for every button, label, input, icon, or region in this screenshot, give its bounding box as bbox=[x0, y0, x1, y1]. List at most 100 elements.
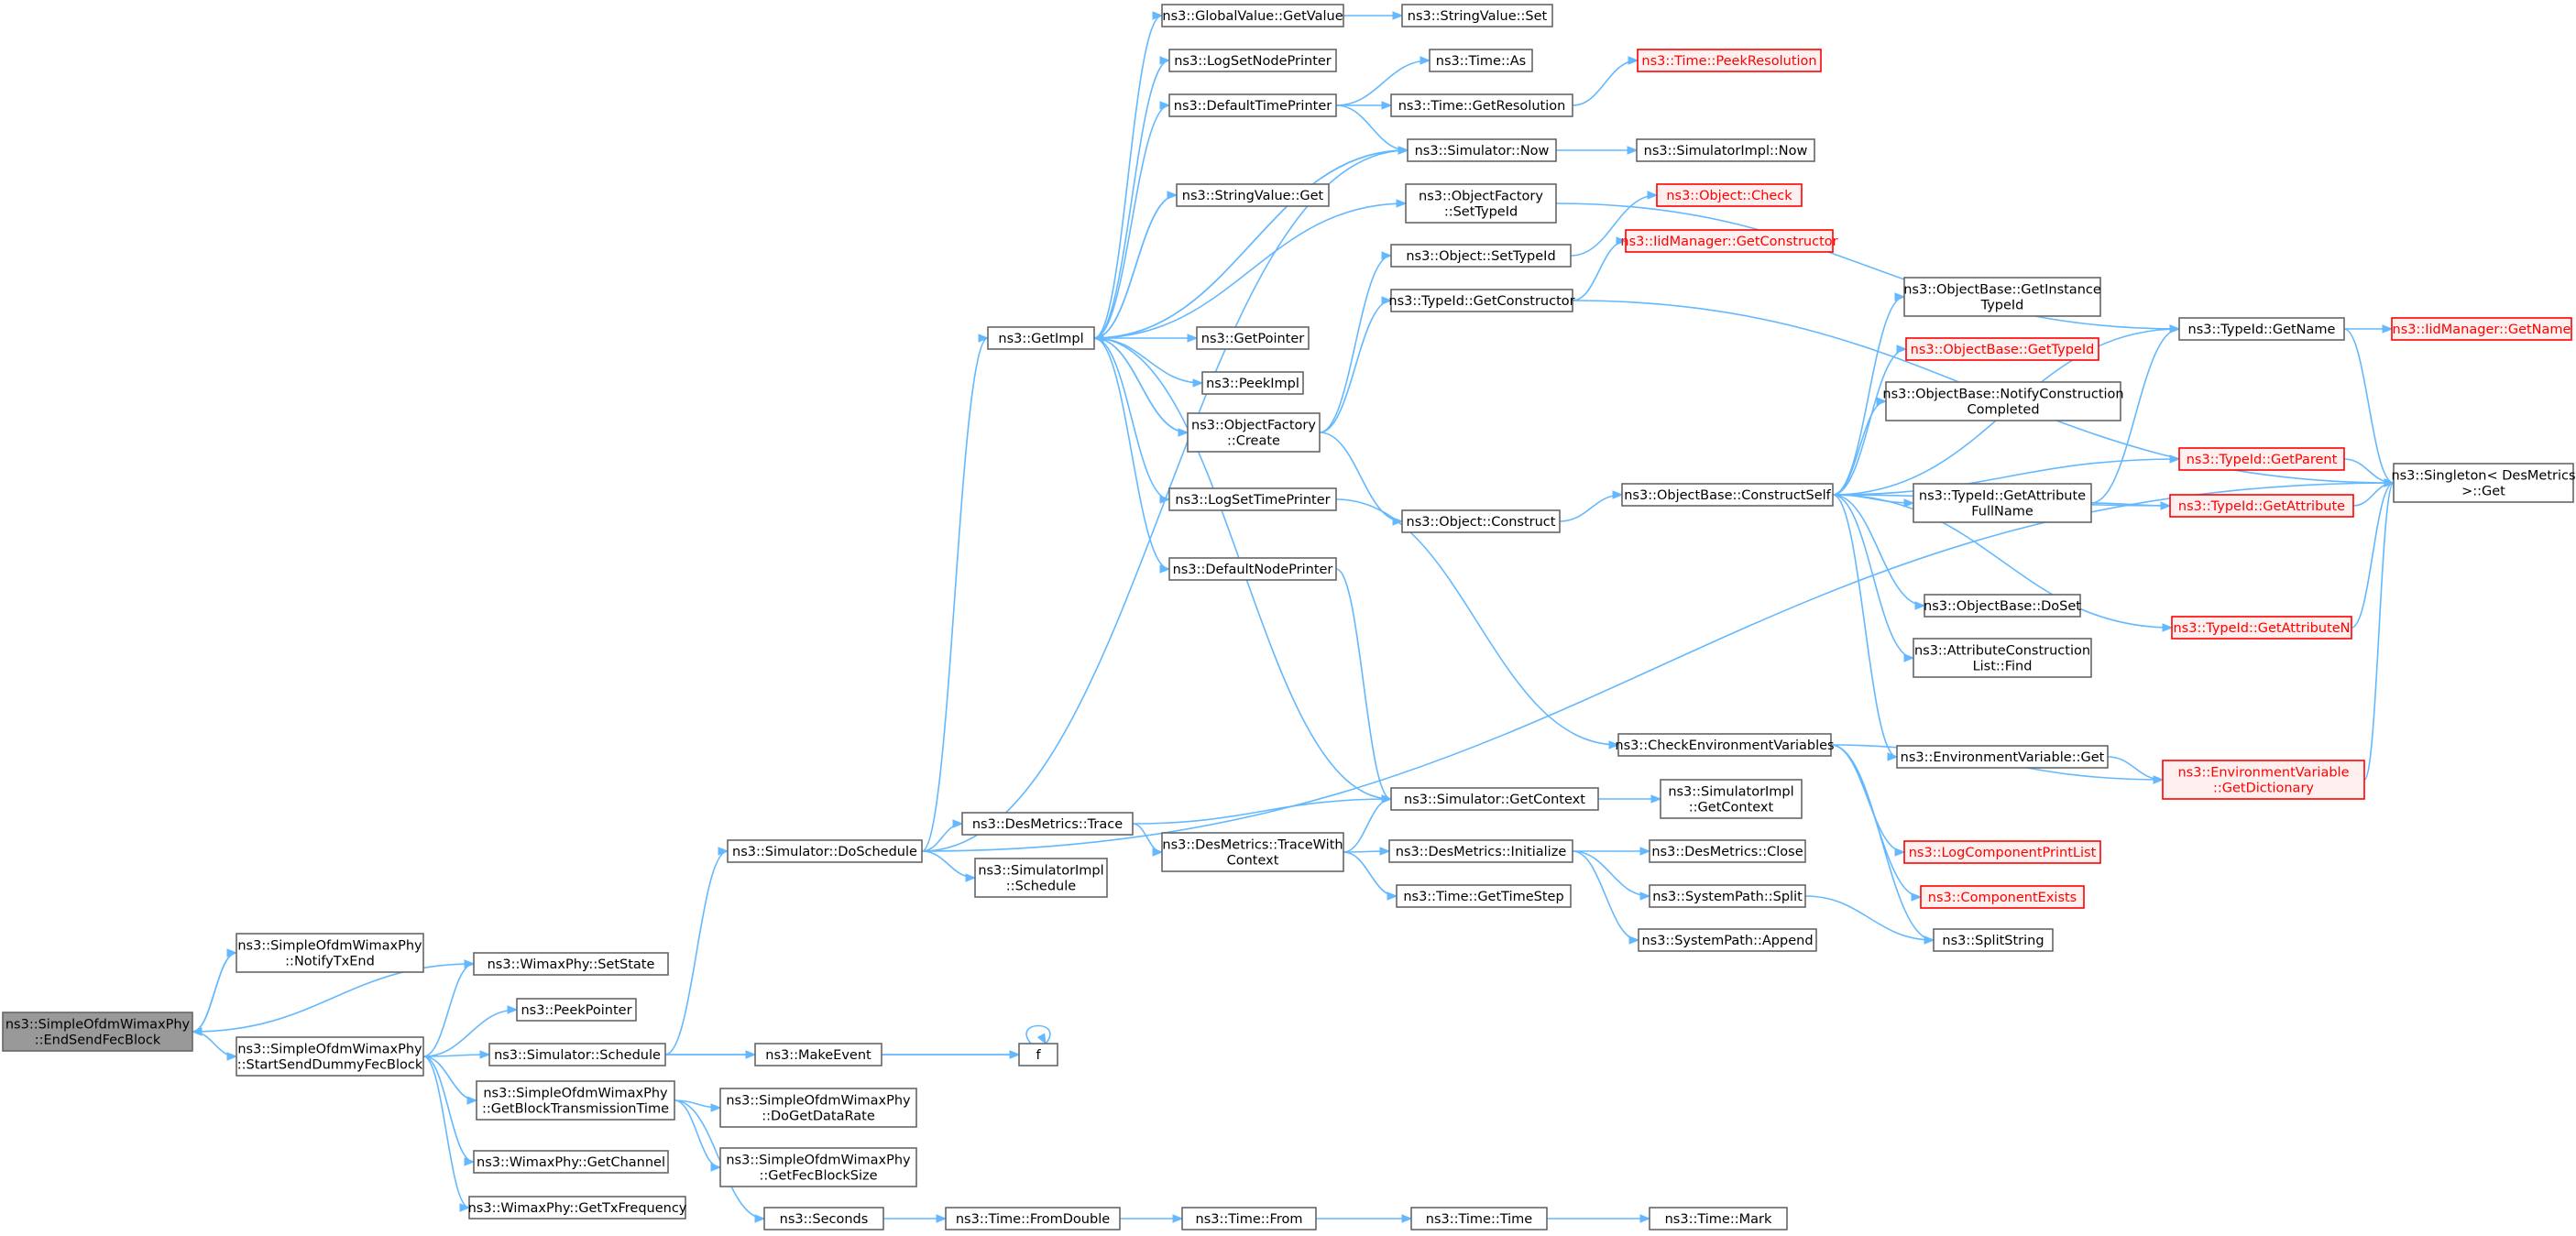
node-sv-get[interactable]: ns3::StringValue::Get bbox=[1176, 183, 1330, 207]
node-split-string[interactable]: ns3::SplitString bbox=[1933, 928, 2054, 952]
node-impl-get-context[interactable]: ns3::SimulatorImpl::GetContext bbox=[1660, 779, 1803, 819]
node-get-fec-block-size[interactable]: ns3::SimpleOfdmWimaxPhy::GetFecBlockSize bbox=[719, 1147, 917, 1187]
node-obj-set-type-id[interactable]: ns3::Object::SetTypeId bbox=[1390, 244, 1572, 268]
edge-arrowhead bbox=[459, 1203, 471, 1212]
node-get-time-step[interactable]: ns3::Time::GetTimeStep bbox=[1396, 884, 1572, 908]
node-box bbox=[1903, 840, 2101, 864]
node-box bbox=[1913, 638, 2092, 678]
node-start-send-dummy[interactable]: ns3::SimpleOfdmWimaxPhy::StartSendDummyF… bbox=[236, 1036, 424, 1077]
node-comp-exists[interactable]: ns3::ComponentExists bbox=[1920, 885, 2085, 909]
node-time-from[interactable]: ns3::Time::From bbox=[1181, 1207, 1317, 1231]
node-peek-res[interactable]: ns3::Time::PeekResolution bbox=[1637, 49, 1822, 72]
edge-arrowhead bbox=[1639, 847, 1651, 856]
node-get-context[interactable]: ns3::Simulator::GetContext bbox=[1390, 787, 1599, 811]
node-des-close[interactable]: ns3::DesMetrics::Close bbox=[1649, 839, 1806, 863]
node-label: ns3::Time::Mark bbox=[1665, 1212, 1772, 1227]
node-get-impl[interactable]: ns3::GetImpl bbox=[987, 326, 1095, 350]
node-box bbox=[719, 1088, 917, 1128]
node-do-schedule[interactable]: ns3::Simulator::DoSchedule bbox=[727, 839, 923, 863]
node-time-as[interactable]: ns3::Time::As bbox=[1429, 49, 1533, 72]
node-box bbox=[1187, 412, 1321, 453]
edge-notify-tx-end-to-root bbox=[192, 952, 237, 1033]
node-f[interactable]: f bbox=[1018, 1043, 1058, 1066]
node-default-time-printer[interactable]: ns3::DefaultTimePrinter bbox=[1168, 93, 1337, 117]
node-sp-split[interactable]: ns3::SystemPath::Split bbox=[1649, 884, 1806, 908]
node-sp-append[interactable]: ns3::SystemPath::Append bbox=[1638, 928, 1817, 952]
node-tid-get-attr[interactable]: ns3::TypeId::GetAttribute bbox=[2169, 494, 2354, 518]
node-tid-get-ctor[interactable]: ns3::TypeId::GetConstructor bbox=[1388, 289, 1575, 312]
node-iid-get-name[interactable]: ns3::IidManager::GetName bbox=[2391, 317, 2572, 341]
node-from-double[interactable]: ns3::Time::FromDouble bbox=[945, 1207, 1121, 1231]
edge-env-get-dict-to-singleton-get bbox=[2363, 482, 2395, 781]
node-box bbox=[727, 839, 923, 863]
node-label: ::EndSendFecBlock bbox=[35, 1034, 161, 1048]
node-set-state[interactable]: ns3::WimaxPhy::SetState bbox=[473, 952, 669, 976]
node-gv-get-value[interactable]: ns3::GlobalValue::GetValue bbox=[1161, 4, 1344, 27]
node-label: ns3::PeekPointer bbox=[521, 1003, 631, 1018]
node-tid-get-attr-n[interactable]: ns3::TypeId::GetAttributeN bbox=[2171, 616, 2352, 640]
edge-start-send-dummy-to-get-tx-freq bbox=[422, 1056, 470, 1209]
node-time-time[interactable]: ns3::Time::Time bbox=[1410, 1207, 1548, 1231]
edge-arrowhead bbox=[1896, 345, 1908, 354]
node-get-pointer[interactable]: ns3::GetPointer bbox=[1196, 326, 1310, 350]
node-default-node-printer[interactable]: ns3::DefaultNodePrinter bbox=[1168, 557, 1337, 581]
node-sv-set[interactable]: ns3::StringValue::Set bbox=[1401, 4, 1553, 27]
node-des-init[interactable]: ns3::DesMetrics::Initialize bbox=[1388, 839, 1573, 863]
node-log-comp-print[interactable]: ns3::LogComponentPrintList bbox=[1903, 840, 2101, 864]
node-of-set-type-id[interactable]: ns3::ObjectFactory::SetTypeId bbox=[1405, 183, 1557, 224]
node-ob-notify[interactable]: ns3::ObjectBase::NotifyConstructionCompl… bbox=[1882, 381, 2124, 421]
node-env-get-dict[interactable]: ns3::EnvironmentVariable::GetDictionary bbox=[2162, 760, 2365, 800]
node-get-channel[interactable]: ns3::WimaxPhy::GetChannel bbox=[473, 1150, 669, 1174]
node-log-set-time-printer[interactable]: ns3::LogSetTimePrinter bbox=[1168, 487, 1337, 511]
node-do-get-data-rate[interactable]: ns3::SimpleOfdmWimaxPhy::DoGetDataRate bbox=[719, 1088, 917, 1128]
node-label: ::GetDictionary bbox=[2213, 782, 2314, 796]
node-log-set-node-printer[interactable]: ns3::LogSetNodePrinter bbox=[1168, 49, 1337, 72]
node-notify-tx-end[interactable]: ns3::SimpleOfdmWimaxPhy::NotifyTxEnd bbox=[236, 933, 424, 973]
node-impl-now[interactable]: ns3::SimulatorImpl::Now bbox=[1636, 138, 1815, 162]
node-label: ns3::SystemPath::Append bbox=[1641, 934, 1813, 948]
node-sim-now[interactable]: ns3::Simulator::Now bbox=[1407, 138, 1557, 162]
node-tid-get-parent[interactable]: ns3::TypeId::GetParent bbox=[2178, 447, 2345, 471]
node-label: ns3::Time::PeekResolution bbox=[1641, 54, 1816, 69]
node-label: ns3::ObjectBase::NotifyConstruction bbox=[1882, 388, 2123, 402]
node-time-mark[interactable]: ns3::Time::Mark bbox=[1649, 1207, 1788, 1231]
node-label: ns3::Simulator::DoSchedule bbox=[732, 845, 917, 859]
node-of-create[interactable]: ns3::ObjectFactory::Create bbox=[1187, 412, 1321, 453]
edge-arrowhead bbox=[1608, 740, 1620, 749]
node-obj-check[interactable]: ns3::Object::Check bbox=[1656, 183, 1803, 207]
node-box bbox=[1405, 183, 1557, 224]
node-make-event[interactable]: ns3::MakeEvent bbox=[754, 1043, 882, 1066]
node-singleton-get[interactable]: ns3::Singleton< DesMetrics >::Get bbox=[2391, 463, 2576, 503]
node-tid-get-name[interactable]: ns3::TypeId::GetName bbox=[2178, 317, 2345, 341]
node-get-block-tx[interactable]: ns3::SimpleOfdmWimaxPhy::GetBlockTransmi… bbox=[476, 1080, 675, 1121]
node-get-tx-freq[interactable]: ns3::WimaxPhy::GetTxFrequency bbox=[468, 1196, 687, 1220]
node-box bbox=[516, 998, 637, 1022]
node-iid-get-ctor[interactable]: ns3::IidManager::GetConstructor bbox=[1620, 229, 1838, 253]
node-label: List::Find bbox=[1973, 660, 2033, 674]
node-time-get-res[interactable]: ns3::Time::GetResolution bbox=[1390, 93, 1573, 117]
node-label: ns3::SimpleOfdmWimaxPhy bbox=[483, 1087, 668, 1101]
node-ob-get-tid[interactable]: ns3::ObjectBase::GetTypeId bbox=[1905, 337, 2099, 361]
edge-do-schedule-to-impl-schedule bbox=[921, 850, 976, 879]
node-ob-do-set[interactable]: ns3::ObjectBase::DoSet bbox=[1924, 594, 2081, 618]
node-check-env[interactable]: ns3::CheckEnvironmentVariables bbox=[1615, 733, 1835, 757]
node-box bbox=[2169, 494, 2354, 518]
node-construct-self[interactable]: ns3::ObjectBase::ConstructSelf bbox=[1621, 483, 1834, 507]
node-schedule[interactable]: ns3::Simulator::Schedule bbox=[488, 1043, 666, 1066]
edge-arrowhead bbox=[1401, 1214, 1413, 1223]
node-impl-schedule[interactable]: ns3::SimulatorImpl::Schedule bbox=[974, 858, 1108, 898]
edge-arrowhead bbox=[1092, 334, 1104, 343]
node-env-get[interactable]: ns3::EnvironmentVariable::Get bbox=[1896, 745, 2109, 769]
node-obj-construct[interactable]: ns3::Object::Construct bbox=[1401, 509, 1561, 533]
node-peek-pointer[interactable]: ns3::PeekPointer bbox=[516, 998, 637, 1022]
node-root[interactable]: ns3::SimpleOfdmWimaxPhy::EndSendFecBlock bbox=[2, 1012, 193, 1052]
edge-arrowhead bbox=[1381, 794, 1393, 804]
node-des-trace[interactable]: ns3::DesMetrics::Trace bbox=[961, 812, 1134, 836]
node-seconds[interactable]: ns3::Seconds bbox=[763, 1207, 884, 1231]
node-peek-impl[interactable]: ns3::PeekImpl bbox=[1201, 371, 1304, 395]
node-label: ns3::SimulatorImpl bbox=[978, 864, 1103, 879]
